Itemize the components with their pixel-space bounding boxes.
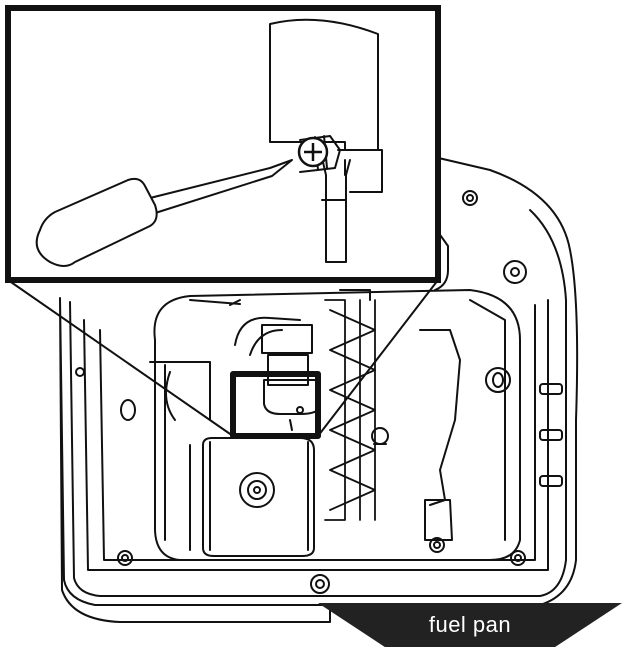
fuel-valve [339, 289, 461, 553]
plus-screw-icon [297, 136, 329, 168]
screwdriver-icon [35, 159, 293, 267]
detail-inset [5, 5, 441, 283]
mount-bolts [75, 190, 527, 594]
fuel-pan-label: fuel pan [428, 612, 512, 637]
callout-lines [7, 279, 439, 437]
lattice-frame [324, 299, 376, 521]
engine-compartment [149, 289, 521, 561]
highlight-box [230, 371, 321, 439]
fuel-pan-housing [189, 437, 315, 557]
